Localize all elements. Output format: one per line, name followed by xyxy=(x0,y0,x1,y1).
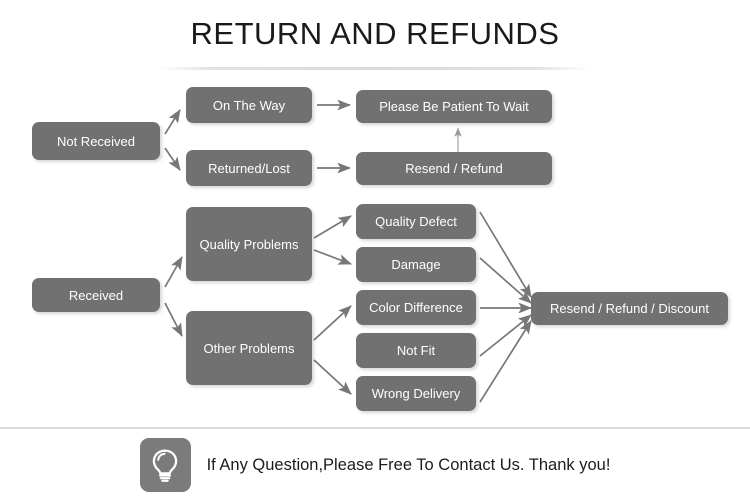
node-on-the-way[interactable]: On The Way xyxy=(186,87,312,123)
page-title: RETURN AND REFUNDS xyxy=(190,16,560,51)
edge-not-fit-to-final xyxy=(479,314,532,357)
edge-other-problems-to-wrong-delivery xyxy=(313,359,352,395)
node-resend-refund-discount[interactable]: Resend / Refund / Discount xyxy=(531,292,728,325)
edge-other-problems-to-color-difference xyxy=(313,305,352,341)
footer-message: If Any Question,Please Free To Contact U… xyxy=(206,455,611,474)
node-received[interactable]: Received xyxy=(32,278,160,312)
node-other-problems[interactable]: Other Problems xyxy=(186,311,312,385)
node-not-received[interactable]: Not Received xyxy=(32,122,160,160)
node-returned-lost[interactable]: Returned/Lost xyxy=(186,150,312,186)
node-resend-refund[interactable]: Resend / Refund xyxy=(356,152,552,185)
node-damage[interactable]: Damage xyxy=(356,247,476,282)
edge-wrong-delivery-to-final xyxy=(479,320,532,403)
node-color-difference[interactable]: Color Difference xyxy=(356,290,476,325)
edge-quality-defect-to-final xyxy=(479,211,532,298)
footer: If Any Question,Please Free To Contact U… xyxy=(0,434,750,496)
footer-divider xyxy=(0,427,750,429)
node-quality-problems[interactable]: Quality Problems xyxy=(186,207,312,281)
edge-damage-to-final xyxy=(479,257,532,304)
node-not-fit[interactable]: Not Fit xyxy=(356,333,476,368)
edge-quality-problems-to-damage xyxy=(313,249,352,265)
node-wrong-delivery[interactable]: Wrong Delivery xyxy=(356,376,476,411)
edge-received-to-quality-problems xyxy=(164,256,183,288)
title-divider xyxy=(160,67,590,70)
node-quality-defect[interactable]: Quality Defect xyxy=(356,204,476,239)
edge-quality-problems-to-quality-defect xyxy=(313,215,352,239)
edge-received-to-other-problems xyxy=(164,302,183,337)
lightbulb-icon xyxy=(139,438,191,492)
edge-not-received-to-returned-lost xyxy=(164,147,181,171)
edge-not-received-to-on-the-way xyxy=(164,109,181,135)
node-please-be-patient-to-wait[interactable]: Please Be Patient To Wait xyxy=(356,90,552,123)
